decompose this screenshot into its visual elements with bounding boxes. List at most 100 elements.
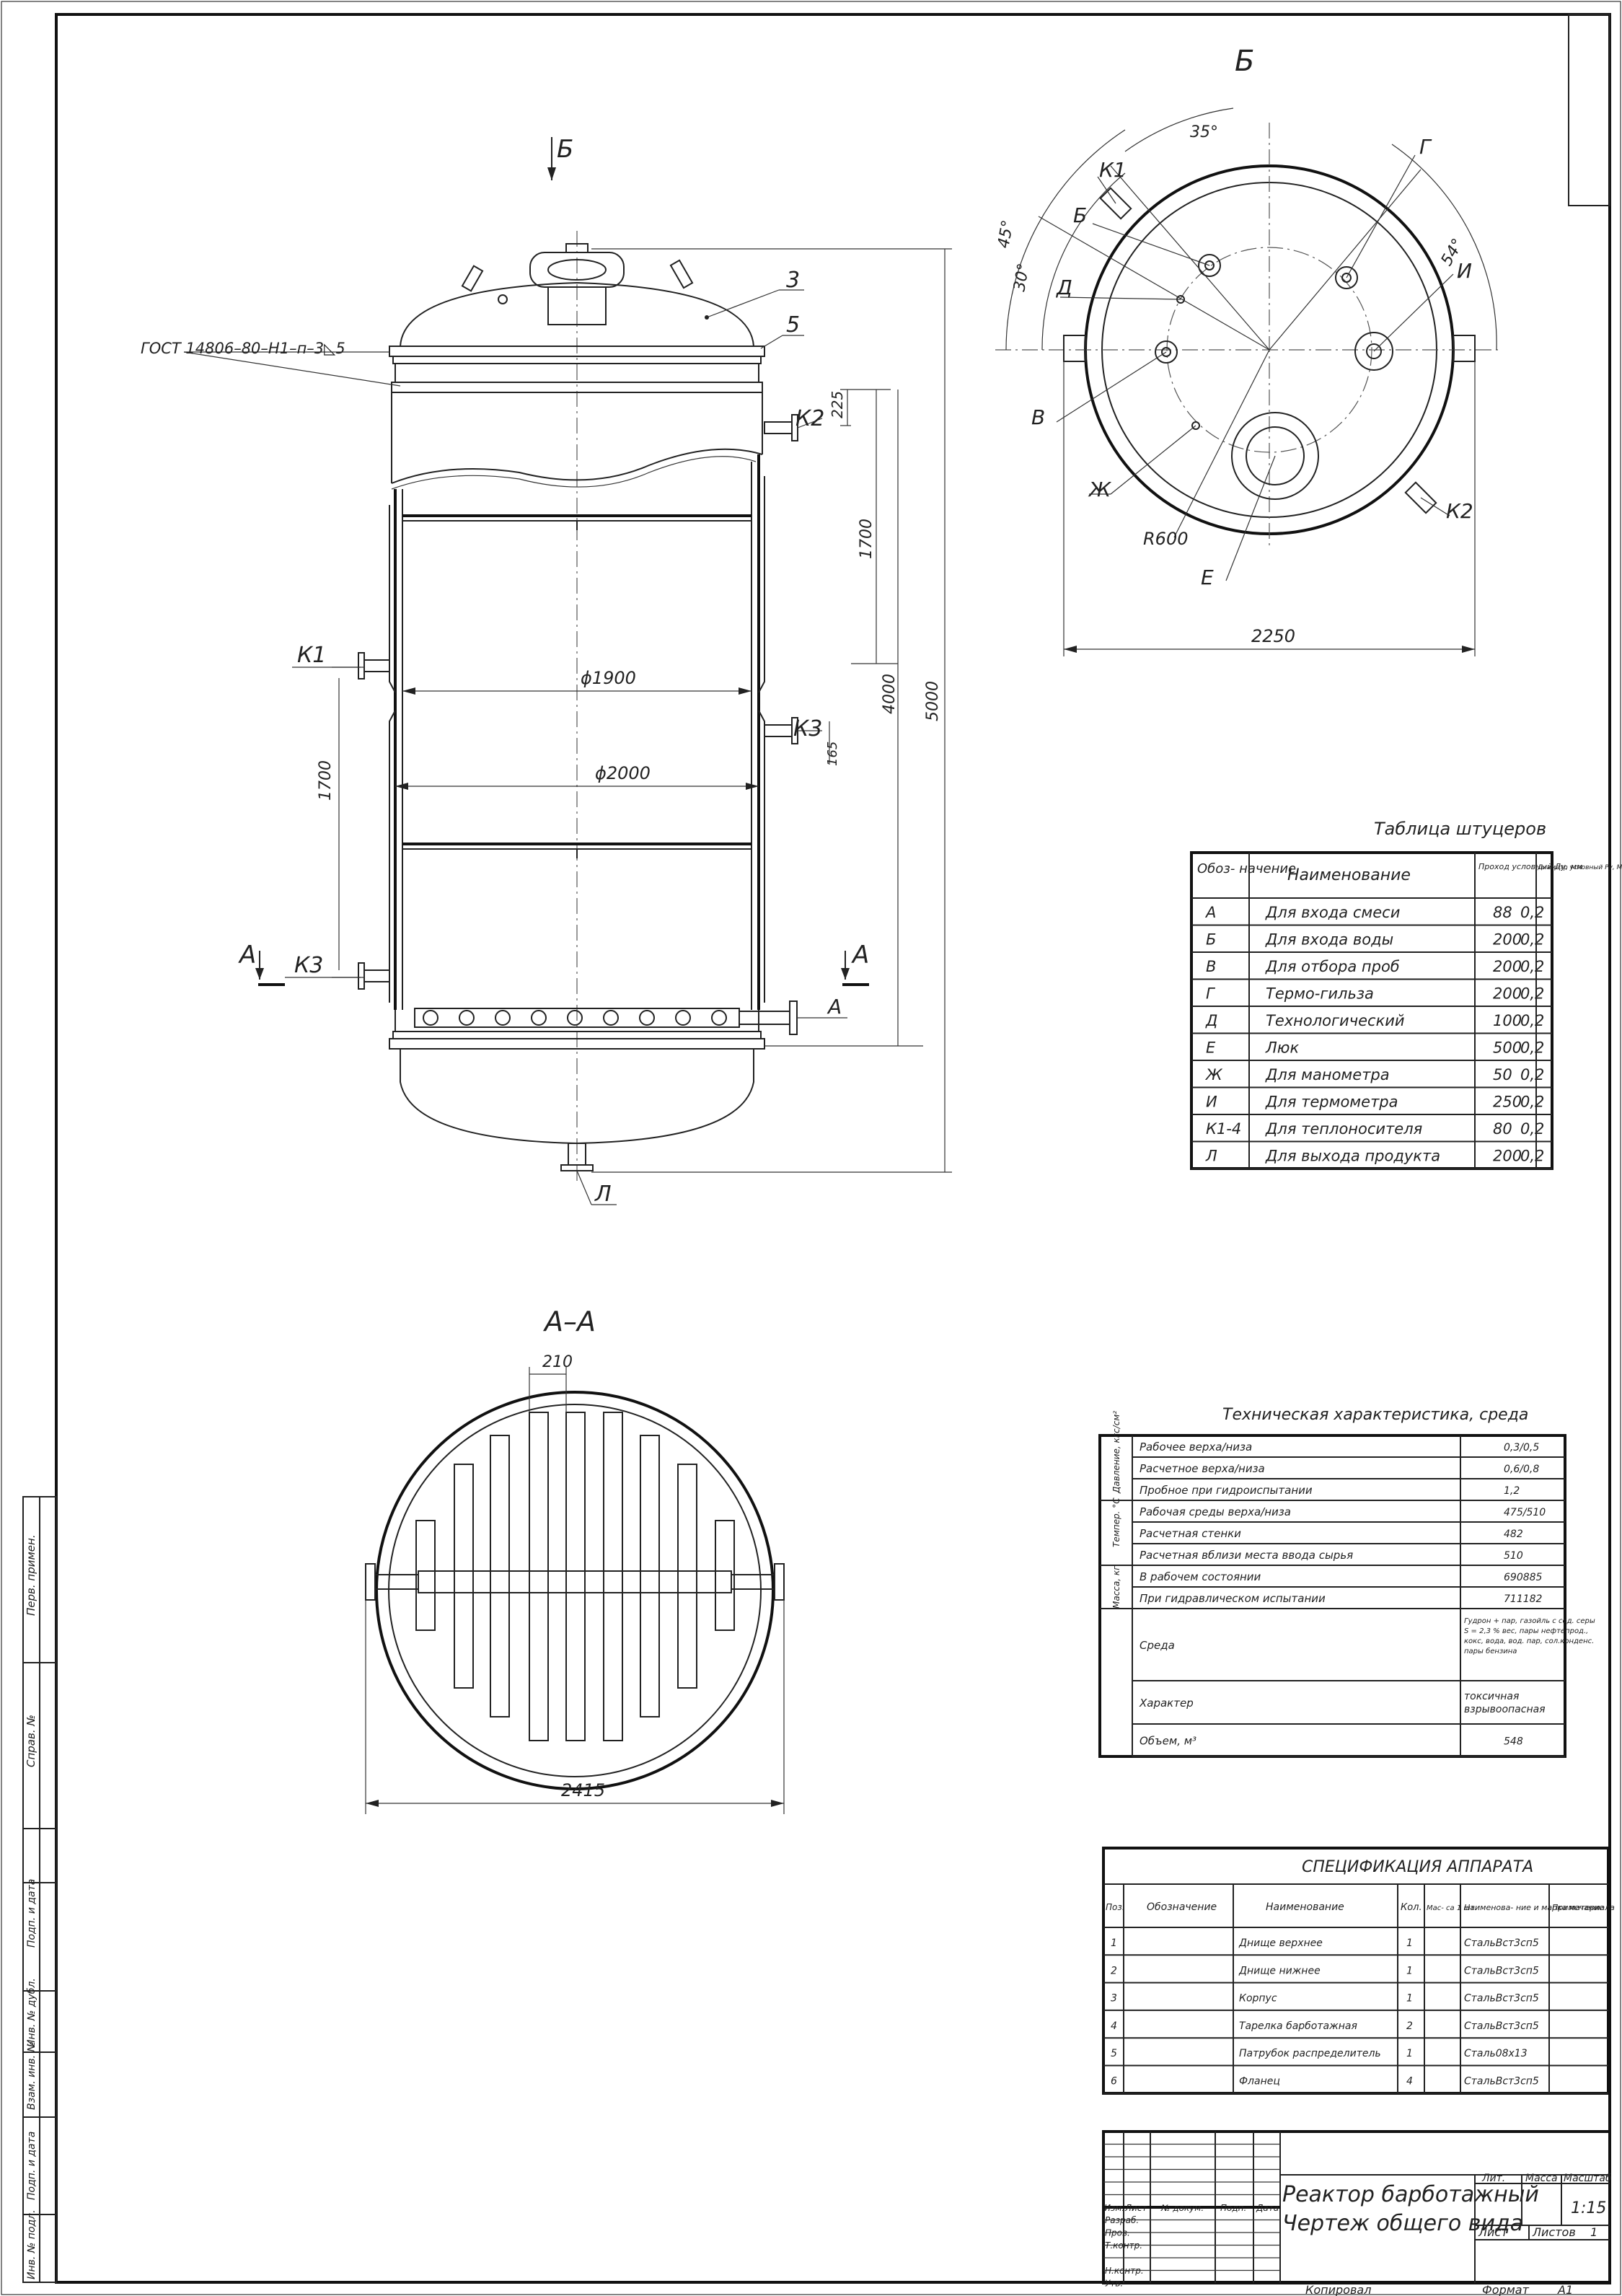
spec-cell-5: Сталь08х13 <box>1464 2048 1528 2059</box>
nozzle-row-dn: 200 <box>1493 958 1522 975</box>
spec-cell-0: 3 <box>1111 1993 1117 2005</box>
tech-row-value: 475/510 <box>1504 1507 1546 1518</box>
spec-cell-5: СтальВст3сп5 <box>1464 1993 1539 2005</box>
stamp-podp-data-2: Подп. и дата <box>26 2132 38 2200</box>
nozzle-row-pn: 0,2 <box>1520 1148 1544 1165</box>
title-col-1: Лист <box>1124 2203 1147 2213</box>
view-b-k2: К2 <box>1446 499 1473 523</box>
spec-header-5: Наименова- ние и марка материала <box>1464 1903 1615 1912</box>
tech-group-pressure: Давление, кгс/см² <box>1111 1411 1121 1494</box>
nozzle-row-dn: 200 <box>1493 931 1522 949</box>
nozzle-row-name: Технологический <box>1266 1012 1405 1029</box>
stamp-inv-dubl: Инв. № дубл. <box>26 1978 38 2047</box>
dim-4000: 4000 <box>881 674 899 714</box>
spec-cell-3: 1 <box>1406 2048 1413 2059</box>
spec-cell-2: Тарелка барботажная <box>1239 2020 1357 2032</box>
spec-cell-5: СтальВст3сп5 <box>1464 2020 1539 2032</box>
title-role-1: Пров. <box>1105 2228 1130 2238</box>
title-mass: Масса <box>1525 2173 1558 2184</box>
nozzle-row-code: Г <box>1206 985 1216 1003</box>
title-col-3: Подп. <box>1220 2203 1246 2213</box>
stamp-vzam-inv: Взам. инв. № <box>26 2041 38 2110</box>
spec-cell-2: Корпус <box>1239 1993 1277 2005</box>
nozzle-row-dn: 50 <box>1493 1066 1512 1083</box>
view-b-b: Б <box>1073 203 1087 227</box>
tech-row-label: Расчетная стенки <box>1140 1527 1241 1540</box>
view-b-k1: К1 <box>1099 158 1127 182</box>
nozzle-row-code: А <box>1204 904 1216 921</box>
nozzle-k1-front <box>358 652 390 679</box>
pos-5: 5 <box>786 312 800 338</box>
nozzle-header-0: Обоз- начение <box>1197 861 1296 876</box>
view-b-v: В <box>1031 405 1045 429</box>
nozzle-row-pn: 0,2 <box>1520 1012 1544 1029</box>
nozzle-row-name: Для выхода продукта <box>1265 1148 1440 1165</box>
nozzle-row-code: Е <box>1206 1039 1216 1057</box>
gost-note: ГОСТ 14806–80–Н1–п–3◺5 <box>141 340 345 357</box>
spec-cell-0: 5 <box>1111 2048 1117 2059</box>
nozzle-row-dn: 200 <box>1493 1148 1522 1165</box>
dim-210: 210 <box>542 1353 573 1371</box>
spec-cell-5: СтальВст3сп5 <box>1464 2076 1539 2088</box>
title-sheets-val: 1 <box>1590 2225 1597 2239</box>
dim-165: 165 <box>825 742 840 766</box>
view-b-title: Б <box>1235 45 1254 78</box>
tech-row-value: 711182 <box>1504 1593 1543 1605</box>
stamp-podp-data-1: Подп. и дата <box>26 1879 38 1948</box>
nozzle-k3-front <box>358 962 390 990</box>
spec-cell-2: Днище нижнее <box>1238 1965 1321 1976</box>
spec-header-1: Обозначение <box>1147 1901 1217 1913</box>
dim-d2000: ϕ2000 <box>595 763 651 783</box>
title-scale: 1:15 <box>1571 2199 1606 2217</box>
nozzle-row-dn: 250 <box>1493 1094 1522 1111</box>
nozzle-row-name: Для термометра <box>1265 1094 1398 1111</box>
nozzle-row-pn: 0,2 <box>1520 1039 1544 1057</box>
nozzle-row-name: Люк <box>1265 1039 1299 1057</box>
corner-stamp-box <box>1568 14 1610 206</box>
spec-table-title: СПЕЦИФИКАЦИЯ АППАРАТА <box>1302 1858 1533 1876</box>
title-name-1: Реактор барботажный <box>1282 2182 1539 2207</box>
label-k1-front: К1 <box>297 643 326 668</box>
nozzle-row-code: К1-4 <box>1206 1120 1241 1138</box>
view-b: Б К1 Б Д В Ж <box>995 45 1500 656</box>
tech-table-title: Техническая характеристика, среда <box>1222 1406 1528 1424</box>
nozzle-row-dn: 88 <box>1493 904 1512 921</box>
label-l-front: Л <box>594 1182 612 1207</box>
angle-35: 35° <box>1190 123 1218 141</box>
title-lit: Лит. <box>1481 2173 1505 2184</box>
distributor-fingers <box>415 1412 735 1741</box>
nozzle-row-pn: 0,2 <box>1520 958 1544 975</box>
label-k3-front: К3 <box>294 953 323 978</box>
nozzle-row-code: И <box>1206 1094 1217 1111</box>
view-b-e: Е <box>1201 566 1214 589</box>
spec-cell-3: 1 <box>1406 1993 1413 2005</box>
spec-cell-3: 1 <box>1406 1937 1413 1949</box>
spec-cell-0: 6 <box>1111 2076 1117 2088</box>
spec-header-6: Примечание <box>1552 1903 1604 1912</box>
dim-1700-left: 1700 <box>317 760 335 801</box>
tech-row-label: Расчетная вблизи места ввода сырья <box>1140 1549 1353 1562</box>
title-scale-label: Масштаб <box>1564 2173 1612 2184</box>
nozzle-row-pn: 0,2 <box>1520 931 1544 949</box>
nozzle-row-code: Ж <box>1204 1066 1223 1083</box>
stamp-perv-primen: Перв. примен. <box>25 1534 38 1616</box>
label-k3-right-front: К3 <box>793 716 822 742</box>
tech-row-value: 510 <box>1504 1550 1523 1562</box>
title-sheets: Листов <box>1532 2225 1576 2239</box>
nozzle-header-2: Проход условный Ду, мм <box>1478 862 1582 871</box>
arrow-a-left: А <box>238 941 256 969</box>
view-b-r600: R600 <box>1143 529 1188 549</box>
bottom-format: Формат <box>1482 2283 1530 2296</box>
nozzle-k2-front <box>764 414 798 441</box>
dim-2415: 2415 <box>561 1780 605 1800</box>
side-stamp-column: Перв. примен. Справ. № Подп. и дата Инв.… <box>22 1496 57 2283</box>
tech-row-label: Среда <box>1140 1639 1175 1652</box>
spec-cell-3: 1 <box>1406 1965 1413 1976</box>
view-b-zh: Ж <box>1088 478 1112 501</box>
spec-cell-2: Днище верхнее <box>1238 1937 1323 1949</box>
view-b-i: И <box>1457 259 1472 283</box>
front-view: Б <box>141 135 952 1207</box>
